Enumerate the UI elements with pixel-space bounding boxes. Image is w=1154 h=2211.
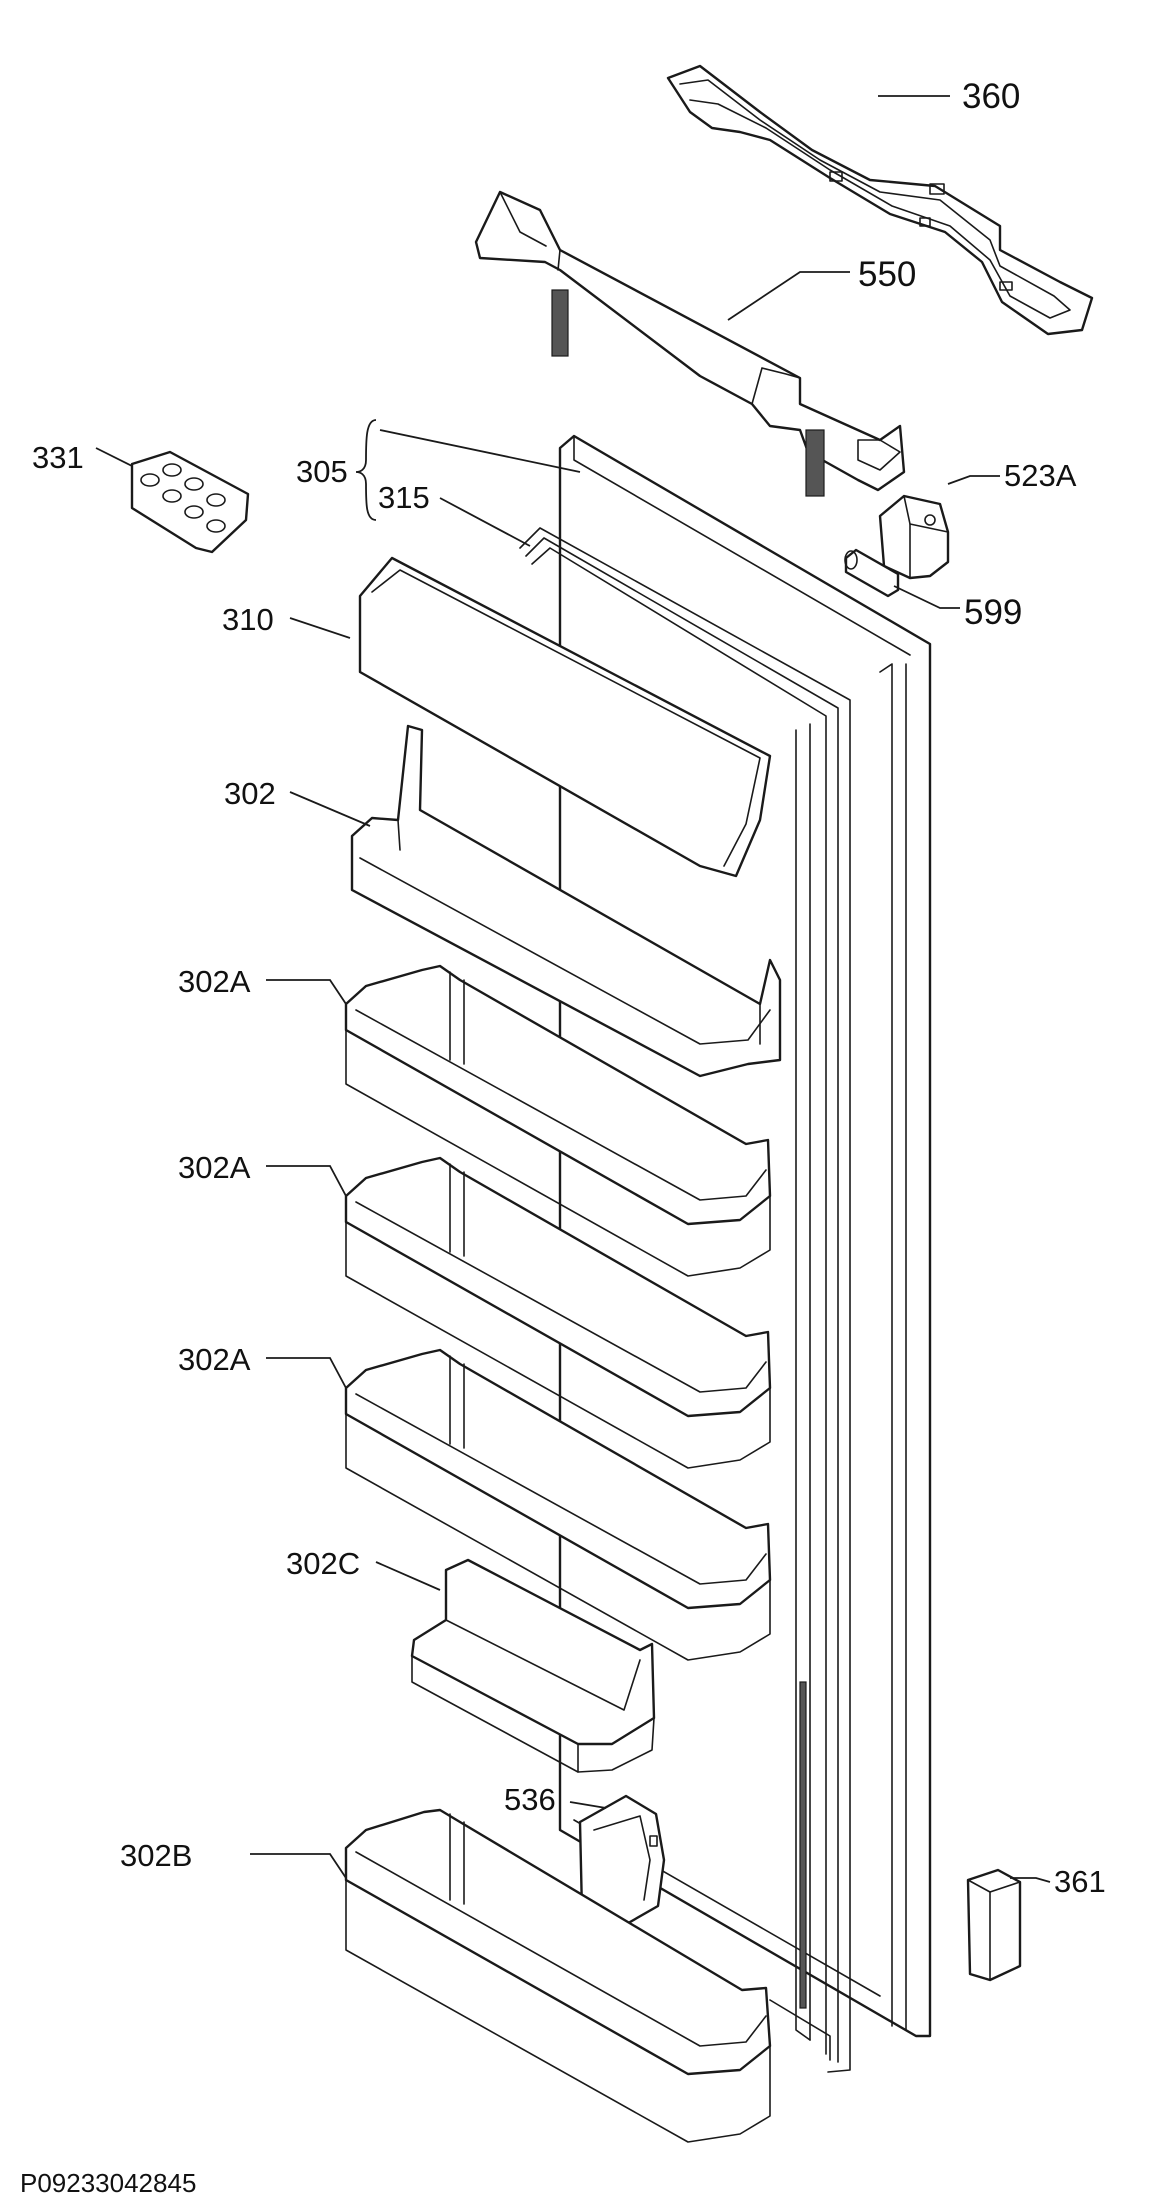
label-331: 331	[32, 440, 84, 475]
part-302a-door-shelf-2	[344, 1156, 772, 1469]
label-550: 550	[858, 255, 916, 294]
leader-361	[1010, 1877, 1051, 1883]
leader-302a-3	[266, 1357, 347, 1389]
leader-302a-2	[266, 1165, 347, 1197]
part-360-hinge-bracket	[666, 64, 1094, 336]
label-536: 536	[504, 1782, 556, 1817]
part-302a-door-shelf-1	[344, 964, 772, 1277]
leader-lines	[95, 95, 1051, 1883]
part-331-egg-tray	[130, 450, 250, 554]
label-302a-1: 302A	[178, 964, 251, 999]
part-599-pin	[844, 548, 900, 598]
leader-550	[727, 271, 850, 321]
leader-305	[379, 429, 581, 473]
leader-331	[95, 447, 133, 467]
label-315: 315	[378, 480, 430, 515]
label-599: 599	[964, 593, 1022, 632]
part-315-gasket	[519, 527, 851, 2073]
part-labels: 360 550 331 305 315 523A 599 310 302 302…	[32, 77, 1106, 1899]
label-302a-3: 302A	[178, 1342, 251, 1377]
part-361-hinge-cover	[966, 1868, 1022, 1982]
leader-302b	[250, 1853, 347, 1879]
label-302a-2: 302A	[178, 1150, 251, 1185]
leader-523a	[947, 475, 1000, 485]
leader-315	[439, 497, 531, 547]
leader-536	[569, 1801, 607, 1809]
leader-599	[893, 585, 960, 609]
leader-310	[289, 617, 351, 639]
leader-305-brace	[355, 419, 377, 521]
label-302b: 302B	[120, 1838, 192, 1873]
part-523a-hinge-cap	[878, 494, 950, 580]
part-302-door-shelf	[350, 724, 782, 1078]
label-361: 361	[1054, 1864, 1106, 1899]
part-302a-door-shelf-3	[344, 1348, 772, 1661]
part-302c-small-bin	[410, 1558, 656, 1773]
leader-302	[289, 791, 371, 827]
label-302: 302	[224, 776, 276, 811]
label-305: 305	[296, 454, 348, 489]
leader-302c	[375, 1561, 441, 1591]
label-302c: 302C	[286, 1546, 360, 1581]
part-310-dairy-compartment-lid	[358, 556, 772, 878]
label-310: 310	[222, 602, 274, 637]
label-523a: 523A	[1004, 458, 1077, 493]
part-550-top-cover	[474, 190, 906, 497]
part-302b-bottom-shelf	[344, 1808, 772, 2143]
label-360: 360	[962, 77, 1020, 116]
drawing-code: P09233042845	[20, 2168, 196, 2198]
leader-302a-1	[266, 979, 347, 1005]
